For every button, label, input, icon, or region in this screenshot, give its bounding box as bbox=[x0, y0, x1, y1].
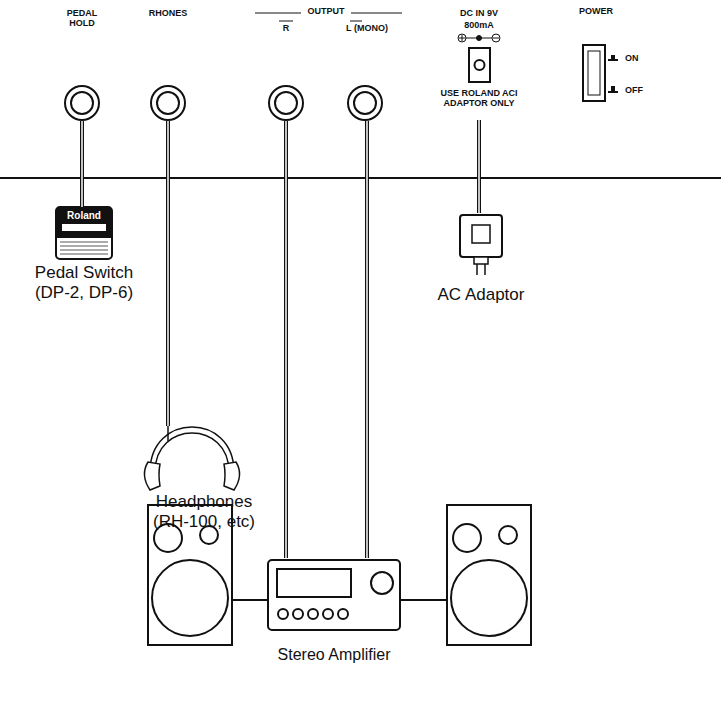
cable bbox=[82, 121, 83, 207]
node-text: DC IN 9V bbox=[460, 8, 498, 18]
node-text: AC Adaptor bbox=[438, 285, 525, 305]
switch-state: ON bbox=[625, 53, 639, 63]
jack-label: L (MONO) bbox=[344, 8, 390, 121]
panel-edge bbox=[0, 177, 721, 179]
cable bbox=[366, 121, 367, 558]
pedal-switch-node: RolandPedal Switch (DP-2, DP-6) bbox=[18, 207, 150, 303]
dc-in-jack: DC IN 9V 800mA USE ROLAND ACI ADAPTOR ONLY bbox=[427, 8, 531, 120]
node-text: Pedal Switch (DP-2, DP-6) bbox=[20, 263, 148, 302]
cable bbox=[168, 121, 169, 426]
headphones-node: Headphones (RH-100, etc) bbox=[116, 426, 268, 536]
jack-label: R bbox=[266, 8, 306, 121]
node-text: L (MONO) bbox=[346, 23, 388, 33]
node-text: Stereo Amplifier bbox=[278, 646, 391, 664]
jack-label: PEDAL HOLD bbox=[57, 8, 107, 121]
ac-adaptor-node: AC Adaptor bbox=[436, 213, 527, 308]
jack bbox=[65, 86, 382, 120]
switch-state: OFF bbox=[625, 85, 643, 95]
jack-label: RHONES bbox=[143, 8, 193, 121]
node-text: 800mA bbox=[464, 20, 494, 30]
node-text: Roland bbox=[67, 210, 101, 222]
pedal-switch bbox=[56, 207, 112, 259]
cable bbox=[286, 121, 287, 558]
amplifier-node: Stereo Amplifier bbox=[267, 558, 401, 670]
cable bbox=[479, 120, 480, 213]
dc-jack bbox=[469, 48, 490, 82]
section-label: POWER bbox=[579, 6, 613, 16]
node-text: R bbox=[283, 23, 290, 33]
node-text: USE ROLAND ACI ADAPTOR ONLY bbox=[430, 88, 528, 109]
stereo-amplifier bbox=[268, 560, 400, 630]
node-text: PEDAL HOLD bbox=[59, 8, 105, 29]
node-text: Headphones (RH-100, etc) bbox=[142, 492, 266, 531]
ac-adaptor bbox=[460, 215, 502, 275]
node-text: RHONES bbox=[149, 8, 188, 18]
power-switch bbox=[583, 45, 618, 101]
headphones bbox=[144, 426, 239, 490]
polarity-symbol bbox=[458, 34, 500, 42]
section-label: OUTPUT bbox=[308, 6, 345, 16]
